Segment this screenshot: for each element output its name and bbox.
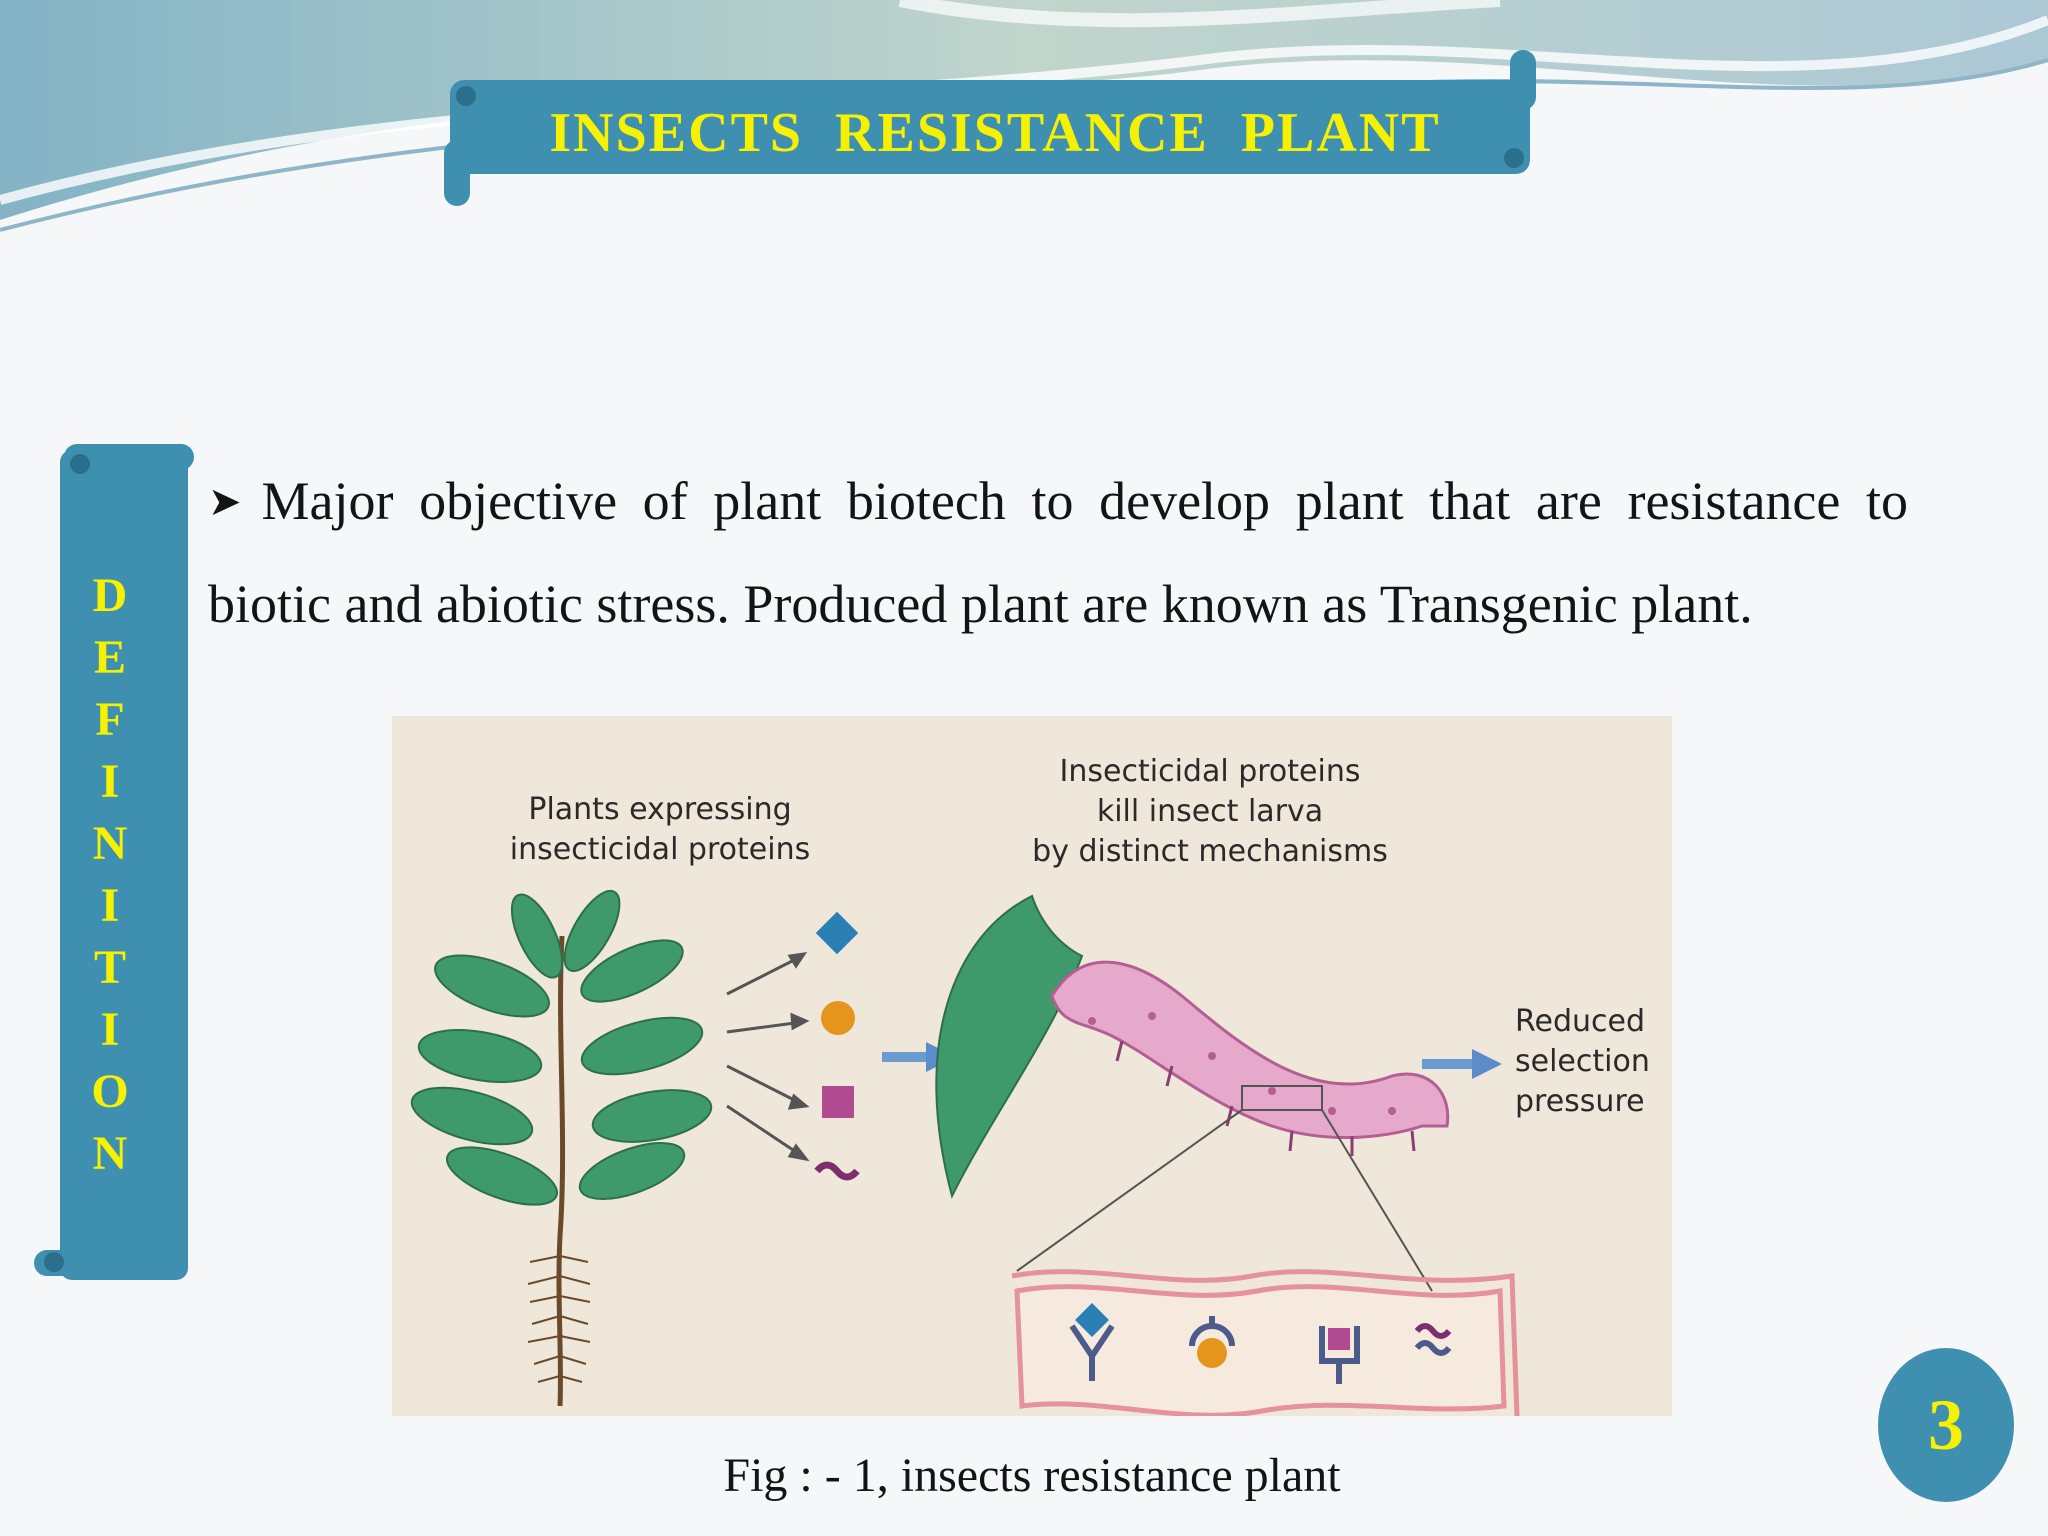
figure-illustration (410, 890, 1520, 1416)
body-text: Major objective of plant biotech to deve… (208, 471, 1908, 634)
definition-letter: E (93, 631, 126, 684)
y-receptor-icon (1069, 1303, 1115, 1381)
definition-letter: T (93, 941, 126, 994)
definition-letter: I (100, 879, 120, 932)
definition-scroll-banner (34, 444, 194, 1280)
label-plants-expressing: Plants expressing insecticidal proteins (509, 792, 811, 867)
circle-protein-icon (821, 1001, 855, 1035)
figure-caption: Fig : - 1, insects resistance plant (723, 1449, 1341, 1502)
body-paragraph: ➤Major objective of plant biotech to dev… (208, 450, 1908, 656)
gut-inset (1011, 1269, 1520, 1416)
definition-letters: D E F I N I T I O N (60, 565, 160, 1185)
arrow-bullet-icon: ➤ (208, 479, 242, 524)
zoom-line (1016, 1109, 1243, 1272)
caterpillar-icon (1050, 960, 1450, 1156)
definition-letter: D (92, 569, 128, 622)
definition-letter: O (91, 1065, 129, 1118)
title-scroll-banner (444, 50, 1536, 206)
square-protein-icon (822, 1086, 854, 1118)
protein-arrows (726, 952, 810, 1162)
definition-letter: I (100, 1003, 120, 1056)
wave-receptor-icon (1414, 1323, 1452, 1356)
page-number: 3 (1878, 1348, 2014, 1502)
cup-receptor-icon (1189, 1316, 1235, 1368)
diamond-protein-icon (815, 911, 859, 955)
definition-letter: N (92, 817, 128, 870)
label-insecticidal-proteins: Insecticidal proteins kill insect larva … (1032, 754, 1388, 869)
u-receptor-icon (1319, 1326, 1360, 1384)
definition-letter: N (92, 1127, 128, 1180)
definition-letter: F (95, 693, 125, 746)
definition-letter: I (100, 755, 120, 808)
zoom-line (1321, 1109, 1433, 1292)
label-reduced-selection: Reduced selection pressure (1515, 1004, 1650, 1119)
blue-arrow-icon (1422, 1049, 1502, 1079)
page-title: INSECTS RESISTANCE PLANT (549, 102, 1441, 164)
plant-icon (410, 890, 713, 1407)
wave-protein-icon (814, 1161, 860, 1181)
leaf-icon (935, 894, 1084, 1199)
